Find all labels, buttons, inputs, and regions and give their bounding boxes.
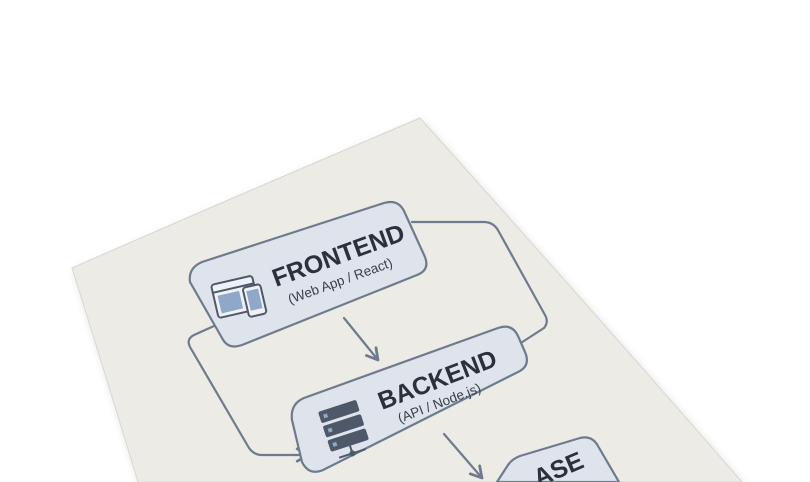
arrow-frontend-to-backend	[342, 316, 380, 362]
server-stack-icon	[318, 400, 369, 459]
paper-sheet	[71, 117, 743, 482]
arrow-left-loop-to-backend	[187, 324, 310, 463]
database-node[interactable]: ASE	[495, 436, 621, 482]
arrow-backend-to-database	[442, 432, 484, 480]
browser-and-phone-icon	[210, 275, 268, 319]
arrow-frontend-right-to-backend	[410, 220, 548, 352]
